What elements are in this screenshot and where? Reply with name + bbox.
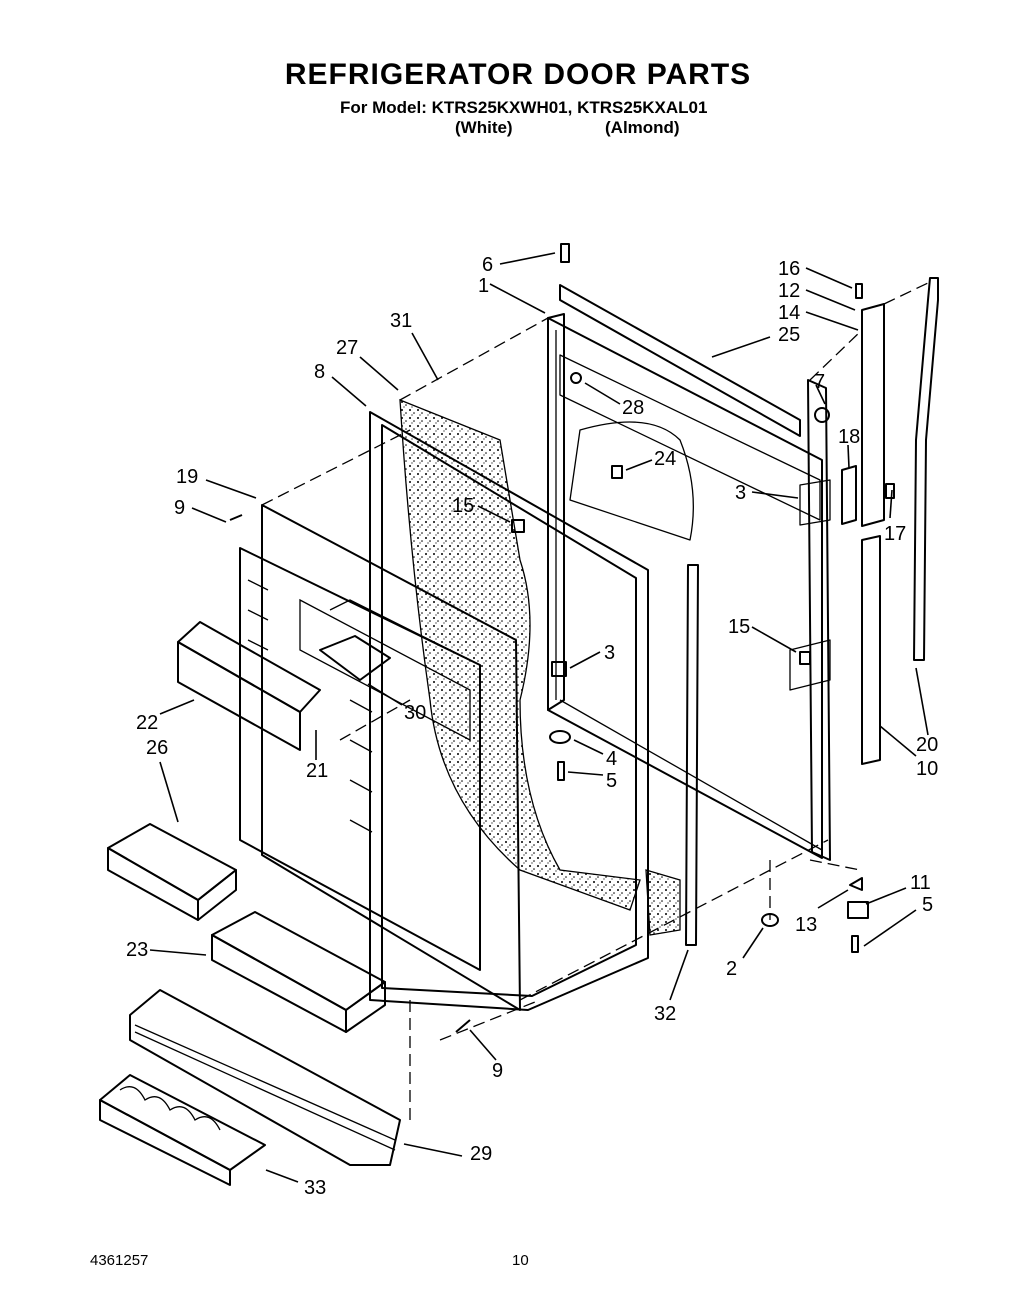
callout-13: 13	[795, 914, 817, 936]
inner-door-liner	[239, 504, 521, 1011]
door-shelf-rail	[129, 989, 401, 1166]
callout-16: 16	[778, 258, 800, 280]
callout-15-left: 15	[452, 495, 474, 517]
screw-and-clip-hardware	[229, 243, 895, 1033]
callout-22: 22	[136, 712, 158, 734]
door-gasket-frame	[369, 411, 649, 1011]
callout-17: 17	[884, 523, 906, 545]
handle-insert	[319, 635, 391, 681]
foam-insulation	[399, 399, 681, 936]
callout-14: 14	[778, 302, 800, 324]
callout-20: 20	[916, 734, 938, 756]
callout-27: 27	[336, 337, 358, 359]
callout-5-right: 5	[922, 894, 933, 916]
callout-33: 33	[304, 1177, 326, 1199]
callout-1: 1	[478, 275, 489, 297]
callout-5-mid: 5	[606, 770, 617, 792]
callout-30: 30	[404, 702, 426, 724]
document-number: 4361257	[90, 1252, 149, 1269]
page-number: 10	[512, 1252, 529, 1269]
callout-9-bottom: 9	[492, 1060, 503, 1082]
callout-29: 29	[470, 1143, 492, 1165]
callout-3-top: 3	[735, 482, 746, 504]
callout-32: 32	[654, 1003, 676, 1025]
callout-7: 7	[814, 371, 825, 393]
callout-11: 11	[910, 872, 931, 894]
callout-6: 6	[482, 254, 493, 276]
callout-25: 25	[778, 324, 800, 346]
top-channel	[559, 284, 801, 437]
callout-labels: 6 1 16 12 14 25 31 27 8 7 28 18 24 3 19 …	[126, 254, 938, 1199]
callout-18: 18	[838, 426, 860, 448]
door-bin-small	[107, 823, 237, 921]
callout-12: 12	[778, 280, 800, 302]
hinge-side-rail	[789, 277, 939, 861]
callout-9-top: 9	[174, 497, 185, 519]
callout-4: 4	[606, 748, 617, 770]
assembly-lines	[261, 281, 931, 1120]
callout-leaders	[149, 252, 929, 1183]
butter-compartment-door	[177, 621, 321, 751]
callout-24: 24	[654, 448, 676, 470]
callout-28: 28	[622, 397, 644, 419]
callout-21: 21	[306, 760, 328, 782]
page-title: REFRIGERATOR DOOR PARTS	[284, 58, 752, 91]
callout-3-mid: 3	[604, 642, 615, 664]
callout-31: 31	[390, 310, 412, 332]
callout-8: 8	[314, 361, 325, 383]
door-bin-large	[211, 911, 386, 1033]
callout-2: 2	[726, 958, 737, 980]
callout-10: 10	[916, 758, 938, 780]
callout-26: 26	[146, 737, 168, 759]
model-line: For Model: KTRS25KXWH01, KTRS25KXAL01	[340, 98, 708, 117]
callout-19: 19	[176, 466, 198, 488]
callout-23: 23	[126, 939, 148, 961]
variant-white: (White)	[455, 118, 513, 137]
variant-almond: (Almond)	[605, 118, 680, 137]
egg-tray	[99, 1074, 266, 1186]
outer-door-panel	[547, 313, 823, 859]
callout-15-right: 15	[728, 616, 750, 638]
door-gasket-strip	[685, 564, 699, 946]
